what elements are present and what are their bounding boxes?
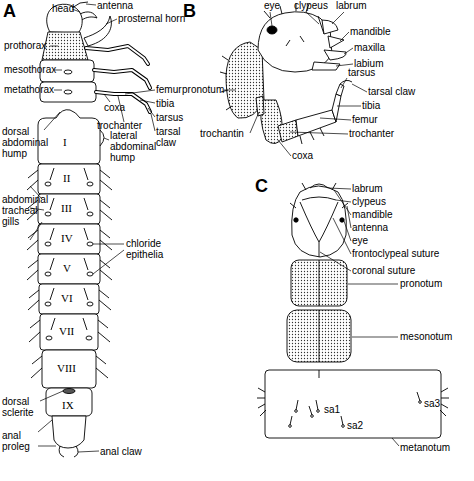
part-label: sa2	[347, 420, 363, 431]
part-label: tibia	[362, 100, 380, 111]
part-label: eye	[352, 235, 368, 246]
segment-number: IV	[61, 232, 73, 244]
segment-number: VII	[59, 325, 74, 337]
part-label: eye	[264, 0, 280, 11]
part-label: femur	[156, 84, 182, 95]
part-label: labrum	[336, 0, 367, 11]
part-label: prothorax	[4, 40, 46, 51]
part-label: sa1	[324, 404, 340, 415]
part-label: coronal suture	[352, 265, 415, 276]
part-label: coxa	[104, 102, 125, 113]
part-label: mandible	[350, 26, 391, 37]
panel-letter: B	[183, 1, 196, 21]
segment-number: III	[61, 202, 72, 214]
part-label: metathorax	[4, 84, 54, 95]
part-label: coxa	[292, 150, 313, 161]
part-label: tibia	[156, 98, 174, 109]
segment-number: IX	[62, 399, 74, 411]
segment-number: I	[63, 136, 67, 148]
segment-number: V	[63, 262, 71, 274]
part-label: antenna	[352, 222, 388, 233]
segment-number: VI	[61, 292, 73, 304]
part-label: pronotum	[400, 278, 442, 289]
part-label: lateral abdominal hump	[110, 130, 158, 163]
part-label: prosternal horn	[118, 13, 185, 24]
part-label: dorsal abdominal hump	[2, 126, 48, 159]
part-label: tarsal claw	[156, 126, 188, 148]
part-label: mesothorax	[4, 64, 56, 75]
part-label: tarsal claw	[368, 86, 415, 97]
part-label: clypeus	[352, 196, 386, 207]
part-label: mesonotum	[400, 331, 452, 342]
part-label: maxilla	[354, 42, 385, 53]
part-label: dorsal sclerite	[2, 396, 42, 418]
part-label: anal claw	[100, 446, 142, 457]
part-label: mandible	[352, 209, 393, 220]
part-label: labrum	[352, 183, 383, 194]
part-label: metanotum	[400, 442, 450, 453]
part-label: anal proleg	[2, 430, 38, 452]
part-label: tarsus	[348, 67, 375, 78]
part-label: trochantin	[200, 128, 244, 139]
part-label: antenna	[97, 0, 133, 11]
panel-letter: A	[3, 1, 16, 21]
part-label: tarsus	[156, 112, 183, 123]
part-label: frontoclypeal suture	[352, 248, 439, 259]
part-label: trochanter	[349, 128, 394, 139]
segment-number: II	[63, 172, 70, 184]
panel-letter: C	[255, 176, 268, 196]
part-label: pronotum	[182, 84, 224, 95]
part-label: chloride epithelia	[126, 238, 176, 260]
part-label: trochanter	[97, 120, 142, 131]
part-label: clypeus	[294, 0, 328, 11]
part-label: femur	[352, 114, 378, 125]
part-label: sa3	[424, 398, 440, 409]
part-label: head	[52, 3, 74, 14]
part-label: abdominal tracheal gills	[2, 194, 46, 227]
segment-number: VIII	[57, 362, 76, 374]
